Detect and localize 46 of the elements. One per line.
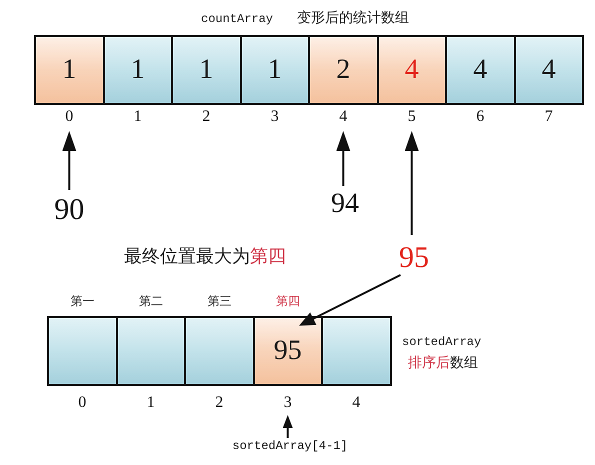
array-cell: 1 [34,35,104,105]
caption-text: 变形后的统计数组 [297,12,410,26]
value-label: 94 [331,190,359,218]
array-cell [321,316,392,386]
value-label: 95 [399,243,429,273]
position-label: 第二 [138,295,163,307]
index-label: 2 [202,109,210,125]
arrow [336,131,350,186]
arrow [62,131,76,190]
index-label: 4 [339,109,348,125]
array-cell: 95 [252,316,323,386]
index-label: 4 [352,395,360,411]
code-label: sortedArray[4-1] [232,440,348,452]
array-name: countArray [201,13,274,25]
array-cell: 1 [240,35,310,105]
arrow [404,131,419,235]
value-label: 90 [54,195,84,225]
caption-text: 第四 [250,247,286,265]
arrow [299,274,401,326]
array-cell: 4 [376,35,447,105]
caption-text: 排序后 [408,357,450,371]
array-cell [184,316,254,386]
caption-text: 最终位置最大为 [124,247,250,265]
caption-text: 数组 [450,357,478,371]
index-label: 1 [134,109,142,125]
arrow [282,415,293,438]
position-label: 第一 [70,295,94,307]
index-label: 3 [284,395,292,411]
array-cell: 1 [171,35,242,105]
index-label: 0 [65,109,74,125]
index-label: 0 [78,395,86,411]
index-label: 5 [408,109,416,125]
array-cell: 2 [308,35,378,105]
array-cell: 1 [102,35,173,105]
index-label: 2 [215,395,224,411]
index-label: 1 [146,395,155,411]
index-label: 6 [476,109,484,125]
index-label: 7 [544,109,553,125]
index-label: 3 [270,109,279,125]
position-label: 第三 [207,295,232,307]
array-cell: 4 [445,35,516,105]
array-name: sortedArray [402,336,482,348]
array-cell [116,316,186,386]
position-label: 第四 [276,295,300,307]
array-cell: 4 [514,35,584,105]
array-cell [47,316,118,386]
